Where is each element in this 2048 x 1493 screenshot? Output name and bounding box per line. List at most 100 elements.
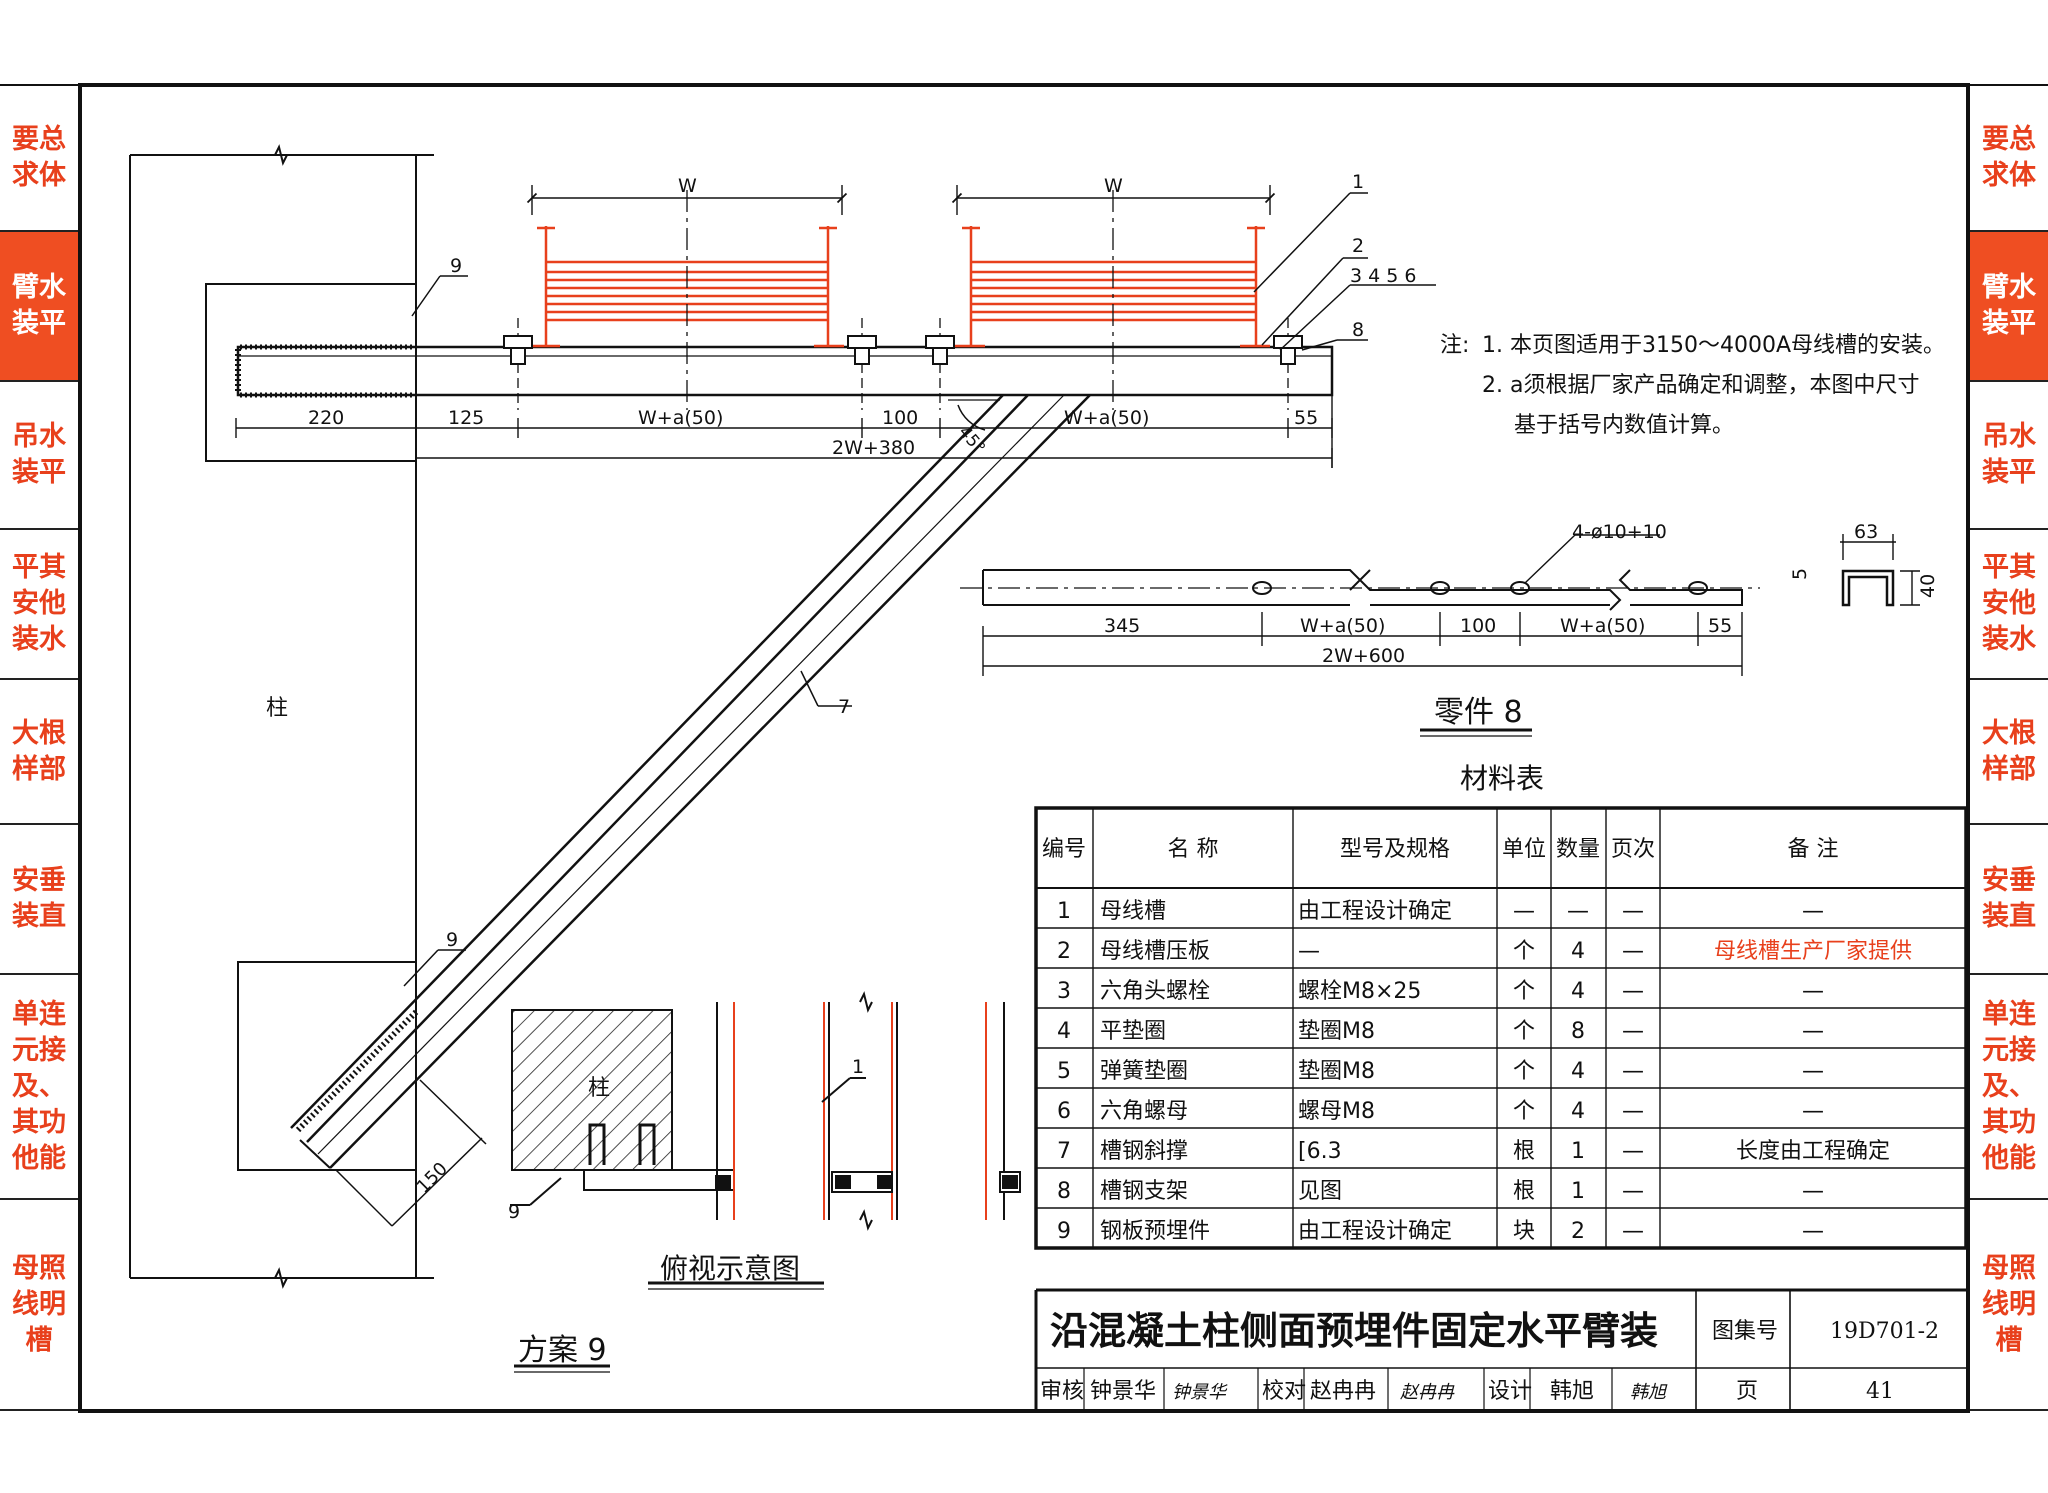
dim-2w380: 2W+380 [832, 437, 915, 459]
review-name: 钟景华 [1090, 1379, 1156, 1404]
dim-125: 125 [448, 407, 484, 429]
callout-3456: 3 4 5 6 [1350, 265, 1416, 287]
note-line-1: 1. 本页图适用于3150～4000A母线槽的安装。 [1482, 333, 1945, 358]
callout-8: 8 [1352, 319, 1364, 341]
title-block-grid [1034, 1288, 1966, 1411]
table-cell: — [1622, 1219, 1644, 1244]
table-header: 名 称 [1168, 837, 1219, 862]
table-cell: 8 [1057, 1179, 1071, 1204]
section-tab-label: 吊水 装平 [1982, 421, 2036, 488]
plan-title: 俯视示意图 [660, 1252, 800, 1285]
section-tab-left-3[interactable]: 吊水 装平 [0, 382, 78, 530]
table-cell: 垫圈M8 [1298, 1059, 1375, 1084]
part8-dim-63: 63 [1854, 521, 1878, 543]
section-tab-right-8[interactable]: 母照 线明 槽 [1970, 1200, 2048, 1411]
design-label: 设计 [1488, 1379, 1532, 1404]
review-label: 审核 [1040, 1379, 1084, 1404]
dim-w-left: W [678, 175, 697, 197]
table-cell: — [1622, 1019, 1644, 1044]
table-cell: — [1622, 1059, 1644, 1084]
section-tab-left-4[interactable]: 平其 安他 装水 [0, 530, 78, 680]
section-tab-right-4[interactable]: 平其 安他 装水 [1970, 530, 2048, 680]
table-cell: 1 [1057, 899, 1071, 924]
section-tab-right-1[interactable]: 要总 求体 [1970, 85, 2048, 232]
atlas-label: 图集号 [1712, 1319, 1778, 1344]
section-tab-left-8[interactable]: 母照 线明 槽 [0, 1200, 78, 1411]
table-header: 单位 [1502, 837, 1546, 862]
part8-labels: 4-ø10+10 345 W+a(50) 100 W+a(50) 55 2W+6… [1104, 521, 1939, 730]
section-tab-label: 大根 样部 [1982, 717, 2036, 785]
table-cell: 由工程设计确定 [1298, 1219, 1452, 1244]
section-tab-right-5[interactable]: 大根 样部 [1970, 680, 2048, 825]
title-underlines [514, 728, 1532, 1373]
table-cell: 1 [1571, 1179, 1585, 1204]
table-cell: 7 [1057, 1139, 1071, 1164]
table-cell: 由工程设计确定 [1298, 899, 1452, 924]
section-tab-right-6[interactable]: 安垂 装直 [1970, 825, 2048, 975]
dim-wa50-b: W+a(50) [1064, 407, 1149, 429]
drawing-labels: 柱 W W 220 125 W+a(50) 100 W+a(50) 55 2W+… [266, 171, 1416, 1368]
callout-1: 1 [1352, 171, 1364, 193]
table-cell: 槽钢支架 [1100, 1179, 1188, 1204]
dim-w-right: W [1104, 175, 1123, 197]
table-cell: — [1622, 939, 1644, 964]
table-cell: 4 [1571, 1059, 1585, 1084]
section-tab-left-7[interactable]: 单连 元接 及、 其功 他能 [0, 975, 78, 1200]
review-signature: 钟景华 [1172, 1382, 1228, 1403]
section-tab-label: 安垂 装直 [12, 865, 66, 932]
section-tab-left-6[interactable]: 安垂 装直 [0, 825, 78, 975]
section-tab-label: 安垂 装直 [1982, 865, 2036, 932]
section-tab-label: 要总 求体 [1982, 123, 2036, 191]
dim-55: 55 [1294, 407, 1318, 429]
table-cell: — [1802, 979, 1824, 1004]
section-tab-right-3[interactable]: 吊水 装平 [1970, 382, 2048, 530]
section-tab-left-5[interactable]: 大根 样部 [0, 680, 78, 825]
table-cell: 母线槽 [1100, 899, 1166, 924]
section-tab-left-2[interactable]: 臂水 装平 [0, 232, 78, 382]
section-tab-left-1[interactable]: 要总 求体 [0, 85, 78, 232]
table-header: 页次 [1611, 837, 1655, 862]
section-tab-label: 平其 安他 装水 [1982, 552, 2036, 655]
table-cell: — [1622, 899, 1644, 924]
section-tab-label: 要总 求体 [12, 123, 66, 191]
main-elevation [129, 144, 1334, 1289]
dim-wa50-a: W+a(50) [638, 407, 723, 429]
table-cell: 母线槽压板 [1100, 939, 1210, 964]
dim-150: 150 [413, 1158, 452, 1197]
table-cell: 5 [1057, 1059, 1071, 1084]
table-cell: — [1802, 1019, 1824, 1044]
design-signature: 韩旭 [1630, 1382, 1668, 1403]
notes: 注: 1. 本页图适用于3150～4000A母线槽的安装。 2. a须根据厂家产… [1440, 333, 1945, 438]
table-cell: — [1567, 899, 1589, 924]
section-tab-right-2[interactable]: 臂水 装平 [1970, 232, 2048, 382]
table-cell: — [1513, 899, 1535, 924]
table-cell: 4 [1571, 1099, 1585, 1124]
table-cell: — [1622, 1139, 1644, 1164]
plan-column-label: 柱 [588, 1076, 610, 1101]
section-tab-right-7[interactable]: 单连 元接 及、 其功 他能 [1970, 975, 2048, 1200]
table-cell: 1 [1571, 1139, 1585, 1164]
table-header: 编号 [1042, 837, 1086, 862]
dim-220: 220 [308, 407, 344, 429]
part8-dim-5: 5 [1789, 568, 1811, 580]
notes-prefix: 注: [1440, 333, 1469, 358]
part8-dim-100: 100 [1460, 615, 1496, 637]
table-cell: 平垫圈 [1100, 1019, 1166, 1044]
section-tab-label: 单连 元接 及、 其功 他能 [12, 998, 66, 1174]
table-cell: 长度由工程确定 [1736, 1139, 1890, 1164]
table-cell: 槽钢斜撑 [1100, 1139, 1188, 1164]
plan-sketch [510, 991, 1021, 1231]
section-tab-label: 臂水 装平 [12, 272, 66, 339]
table-cell: — [1802, 1099, 1824, 1124]
table-header: 型号及规格 [1340, 837, 1450, 862]
table-cell: 根 [1513, 1139, 1535, 1164]
part8-dim-345: 345 [1104, 615, 1140, 637]
table-cell: 垫圈M8 [1298, 1019, 1375, 1044]
table-cell: 9 [1057, 1219, 1071, 1244]
title-block: 沿混凝土柱侧面预埋件固定水平臂装 图集号 19D701-2 审核 钟景华 钟景华… [1040, 1309, 1939, 1404]
table-cell: — [1622, 979, 1644, 1004]
part8-dim-2w600: 2W+600 [1322, 645, 1405, 667]
callout-1-plan: 1 [852, 1056, 864, 1078]
note-line-3: 基于括号内数值计算。 [1514, 413, 1734, 438]
table-cell: 根 [1513, 1179, 1535, 1204]
